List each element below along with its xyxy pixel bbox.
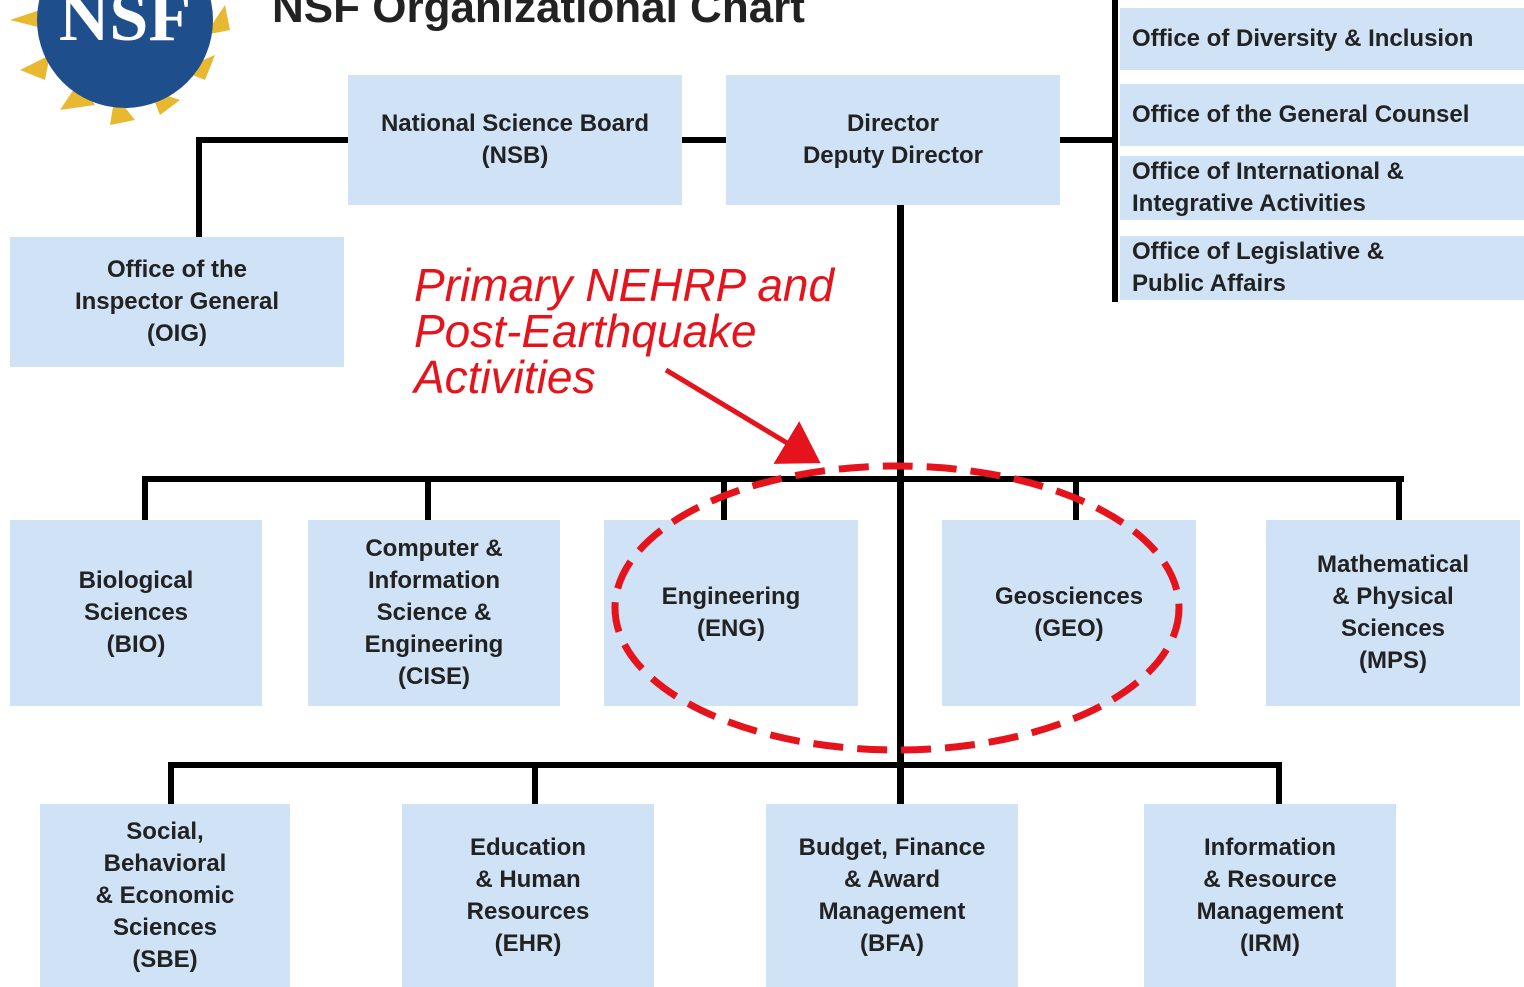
connector: [425, 476, 431, 520]
office-legislative-public-affairs: Office of Legislative & Public Affairs: [1120, 236, 1524, 300]
connector: [721, 476, 727, 520]
connector: [532, 762, 538, 804]
connector: [682, 137, 728, 143]
logo-globe: [37, 0, 213, 108]
directorate-bio: Biological Sciences (BIO): [10, 520, 262, 706]
director-box: Director Deputy Director: [726, 75, 1060, 205]
connector: [1073, 476, 1079, 520]
office-diversity-inclusion: Office of Diversity & Inclusion: [1120, 8, 1524, 70]
page-title: NSF Organizational Chart: [272, 0, 805, 32]
directorate-sbe: Social, Behavioral & Economic Sciences (…: [40, 804, 290, 987]
connector: [142, 476, 1404, 482]
connector: [196, 137, 202, 239]
connector: [196, 137, 352, 143]
directorate-ehr: Education & Human Resources (EHR): [402, 804, 654, 987]
directorate-mps: Mathematical & Physical Sciences (MPS): [1266, 520, 1520, 706]
office-general-counsel: Office of the General Counsel: [1120, 84, 1524, 146]
directorate-eng: Engineering (ENG): [604, 520, 858, 706]
office-international-integrative: Office of International & Integrative Ac…: [1120, 156, 1524, 220]
nsb-box: National Science Board (NSB): [348, 75, 682, 205]
directorate-cise: Computer & Information Science & Enginee…: [308, 520, 560, 706]
connector: [1060, 137, 1116, 143]
directorate-geo: Geosciences (GEO): [942, 520, 1196, 706]
connector: [897, 205, 904, 805]
connector: [1276, 762, 1282, 804]
connector: [1396, 476, 1402, 520]
nehrp-annotation: Primary NEHRP and Post-Earthquake Activi…: [414, 259, 835, 403]
logo-text: NSF: [59, 0, 191, 56]
office-irm: Information & Resource Management (IRM): [1144, 804, 1396, 987]
oig-box: Office of the Inspector General (OIG): [10, 237, 344, 367]
nsf-logo: NSF: [10, 0, 230, 125]
connector: [168, 762, 1282, 768]
connector: [142, 476, 148, 520]
office-bfa: Budget, Finance & Award Management (BFA): [766, 804, 1018, 987]
logo-rays: [10, 5, 230, 125]
connector: [1112, 0, 1118, 302]
connector: [168, 762, 174, 804]
